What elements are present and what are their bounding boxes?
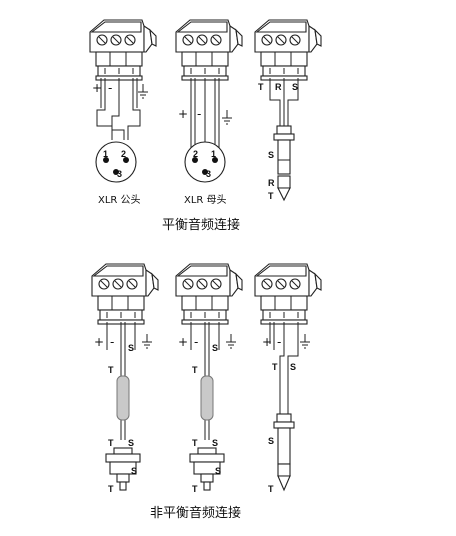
minus-sign: - [194, 335, 198, 349]
balanced-xlr-male-diagram: + - 1 2 3 XLR 公头 [89, 19, 157, 206]
xlr-male-pin-1: 1 [103, 149, 108, 159]
trs-label-s: S [292, 82, 298, 92]
trs-plug-label-t: T [268, 191, 274, 201]
ground-icon [225, 333, 237, 349]
plus-sign: + [178, 107, 188, 121]
shield-label: S [128, 343, 134, 353]
xlr-female-pin-3: 3 [206, 169, 211, 179]
plus-sign: + [262, 335, 272, 349]
rca-shield-label: S [212, 438, 218, 448]
rca-shield-label-2: S [131, 466, 137, 476]
trs-plug-label-s: S [268, 150, 274, 160]
ts-shield-label: S [290, 362, 296, 372]
ground-icon [137, 83, 149, 99]
plus-sign: + [92, 81, 102, 95]
balanced-section-title: 平衡音频连接 [162, 217, 240, 233]
rca-core-label: T [192, 365, 198, 375]
xlr-female-caption: XLR 母头 [184, 194, 227, 206]
unbalanced-rca-diagram-1: + - S T T S S T [91, 263, 159, 494]
trs-label-t: T [258, 82, 264, 92]
xlr-male-pin-3: 3 [117, 169, 122, 179]
terminal-block-icon [91, 263, 159, 325]
ground-icon [221, 109, 233, 125]
terminal-block-icon [175, 19, 243, 81]
xlr-male-face [95, 141, 137, 183]
ground-icon [141, 333, 153, 349]
rca-shield-label-2: S [215, 466, 221, 476]
ground-icon [299, 333, 311, 349]
xlr-male-caption: XLR 公头 [98, 194, 141, 206]
trs-label-r: R [275, 82, 282, 92]
terminal-block-icon [89, 19, 157, 81]
cable-shield [116, 375, 130, 421]
trs-plug-label-r: R [268, 178, 275, 188]
rca-tip-label: T [108, 484, 114, 494]
ts-plug-sleeve-label: S [268, 436, 274, 446]
balanced-trs-diagram: T R S S R T [254, 19, 322, 202]
xlr-female-pin-2: 2 [193, 149, 198, 159]
balanced-xlr-female-diagram: + - 2 1 3 XLR 母头 [175, 19, 243, 206]
plus-sign: + [94, 335, 104, 349]
plus-sign: + [178, 335, 188, 349]
rca-tip-label: T [192, 484, 198, 494]
top-cropped-strip [0, 0, 456, 4]
terminal-block-icon [175, 263, 243, 325]
xlr-female-face [184, 141, 226, 183]
terminal-block-icon [254, 19, 322, 81]
cable-shield [200, 375, 214, 421]
ts-core-label: T [272, 362, 278, 372]
minus-sign: - [277, 335, 281, 349]
rca-core-label-2: T [192, 438, 198, 448]
ts-plug-tip-label: T [268, 484, 274, 494]
minus-sign: - [108, 81, 112, 95]
rca-shield-label: S [128, 438, 134, 448]
xlr-female-pin-1: 1 [211, 149, 216, 159]
minus-sign: - [110, 335, 114, 349]
unbalanced-ts-diagram: + - T S S T [254, 263, 322, 494]
xlr-male-pin-2: 2 [121, 149, 126, 159]
rca-core-label: T [108, 365, 114, 375]
unbalanced-section-title: 非平衡音频连接 [150, 505, 241, 521]
shield-label: S [212, 343, 218, 353]
minus-sign: - [197, 107, 201, 121]
unbalanced-rca-diagram-2: + - S T T S S T [175, 263, 243, 494]
rca-core-label-2: T [108, 438, 114, 448]
terminal-block-icon [254, 263, 322, 325]
